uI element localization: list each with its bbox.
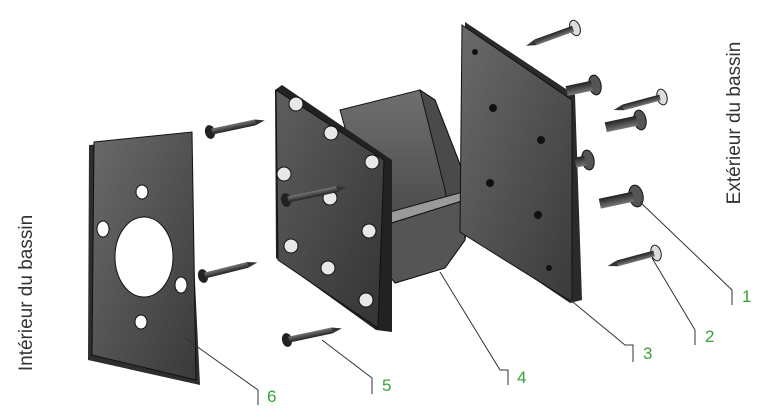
- interior-label: Intérieur du bassin: [16, 214, 37, 372]
- leader-line-1: [639, 201, 733, 305]
- leader-line-4: [439, 271, 509, 385]
- callout-4: 4: [517, 368, 526, 387]
- callout-1: 1: [742, 287, 751, 306]
- leader-line-3: [567, 297, 634, 362]
- flange-plate-part-4: [275, 85, 392, 332]
- callout-numbers: 1 2 3 4 5 6: [267, 287, 751, 406]
- leader-line-5: [321, 339, 373, 394]
- exterior-label: Extérieur du bassin: [724, 41, 745, 205]
- leader-lines: [184, 201, 733, 405]
- bolts-part-1: [565, 74, 647, 209]
- callout-5: 5: [382, 376, 391, 395]
- screws-part-2: [526, 19, 668, 267]
- gasket-part-6: [88, 131, 200, 385]
- callout-6: 6: [267, 387, 276, 406]
- back-plate-part-3: [459, 22, 582, 303]
- screws-part-5: [197, 119, 347, 347]
- leader-line-6: [184, 337, 259, 405]
- callout-3: 3: [643, 344, 652, 363]
- leader-line-2: [651, 257, 696, 345]
- callout-2: 2: [705, 327, 714, 346]
